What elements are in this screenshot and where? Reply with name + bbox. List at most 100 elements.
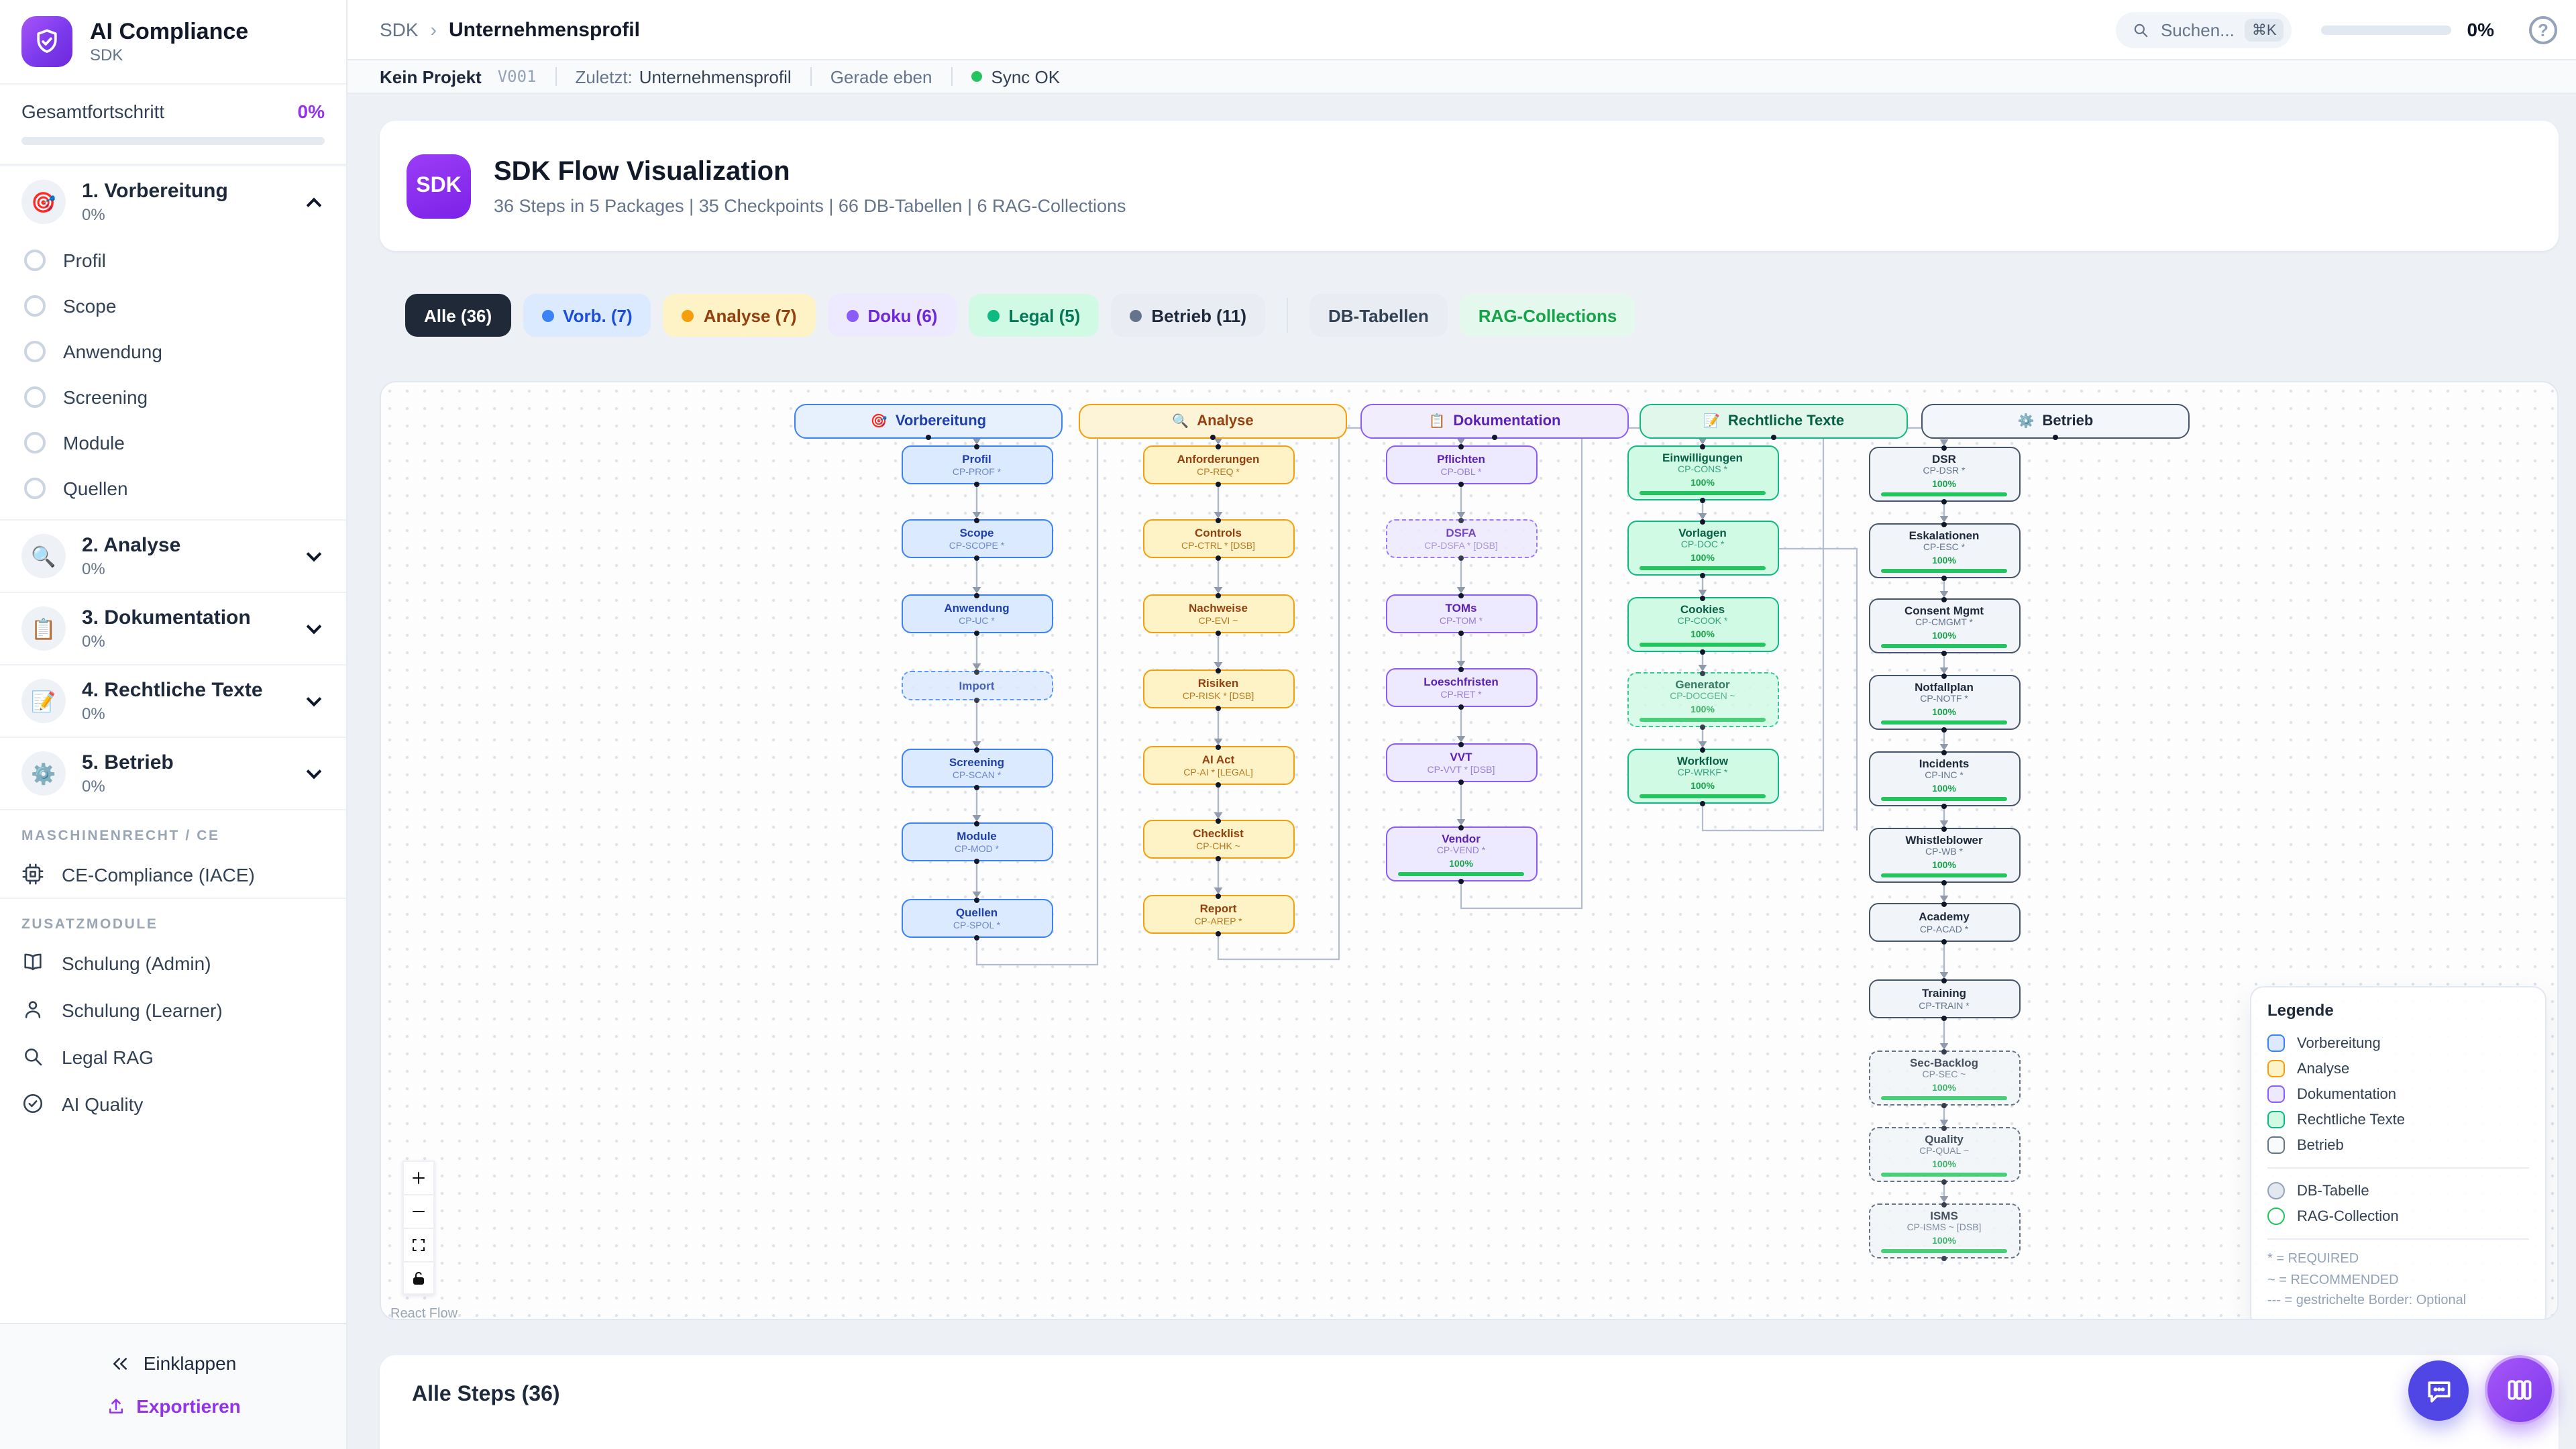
filter-pill-rag[interactable]: RAG-Collections — [1459, 294, 1636, 337]
flow-node-quality[interactable]: Quality CP-QUAL ~ 100% — [1868, 1127, 2020, 1182]
flow-node-risiken[interactable]: Risiken CP-RISK * [DSB] — [1142, 669, 1294, 708]
flow-node-eskalationen[interactable]: Eskalationen CP-ESC * 100% — [1868, 523, 2020, 578]
sidebar-step-item[interactable]: Quellen — [0, 466, 346, 511]
sidebar-phase[interactable]: 📋 3. Dokumentation 0% — [0, 593, 346, 664]
sidebar-item-ai-quality[interactable]: AI Quality — [0, 1080, 346, 1127]
sidebar-step-item[interactable]: Screening — [0, 374, 346, 420]
flow-node-vendor[interactable]: Vendor CP-VEND * 100% — [1385, 826, 1537, 881]
flow-node-scope[interactable]: Scope CP-SCOPE * — [901, 519, 1053, 558]
phase-label: 4. Rechtliche Texte — [82, 679, 263, 702]
flow-node-notfallplan[interactable]: Notfallplan CP-NOTF * 100% — [1868, 675, 2020, 730]
column-emoji-icon: ⚙️ — [2017, 414, 2035, 429]
sidebar-phase[interactable]: ⚙️ 5. Betrieb 0% — [0, 738, 346, 809]
flow-node-whistleblower[interactable]: Whistleblower CP-WB * 100% — [1868, 828, 2020, 883]
chevrons-left-icon — [113, 1357, 127, 1369]
flow-node-quellen[interactable]: Quellen CP-SPOL * — [901, 899, 1053, 938]
flow-node-nachweise[interactable]: Nachweise CP-EVI ~ — [1142, 594, 1294, 633]
fit-view-button[interactable] — [402, 1228, 435, 1261]
column-emoji-icon: 📝 — [1703, 414, 1720, 429]
flow-node-pflichten[interactable]: Pflichten CP-OBL * — [1385, 445, 1537, 484]
flow-node-vorlagen[interactable]: Vorlagen CP-DOC * 100% — [1627, 521, 1778, 576]
legend-item: Analyse — [2267, 1056, 2529, 1081]
flow-node-sec-backlog[interactable]: Sec-Backlog CP-SEC ~ 100% — [1868, 1051, 2020, 1106]
flow-node-loeschfristen[interactable]: Loeschfristen CP-RET * — [1385, 668, 1537, 707]
flow-node-dsfa[interactable]: DSFA CP-DSFA * [DSB] — [1385, 519, 1537, 558]
collapse-sidebar-button[interactable]: Einklappen — [0, 1342, 346, 1385]
steps-panel-title: Alle Steps (36) — [412, 1383, 560, 1406]
flow-node-controls[interactable]: Controls CP-CTRL * [DSB] — [1142, 519, 1294, 558]
sidebar-item-ce-compliance-iace-[interactable]: CE-Compliance (IACE) — [0, 851, 346, 898]
upload-icon — [109, 1398, 123, 1413]
sidebar-step-item[interactable]: Anwendung — [0, 329, 346, 374]
sidebar-item-schulung-admin-[interactable]: Schulung (Admin) — [0, 939, 346, 986]
collapse-label: Einklappen — [143, 1352, 237, 1374]
search-input[interactable]: Suchen... ⌘K — [2116, 11, 2292, 48]
flow-node-consent-mgmt[interactable]: Consent Mgmt CP-CMGMT * 100% — [1868, 598, 2020, 653]
react-flow-attribution[interactable]: React Flow — [390, 1307, 458, 1320]
chevron-icon — [306, 197, 322, 213]
chevron-icon — [306, 763, 322, 779]
flow-node-import[interactable]: Import — [901, 671, 1053, 700]
flow-node-anforderungen[interactable]: Anforderungen CP-REQ * — [1142, 445, 1294, 484]
sidebar-step-item[interactable]: Profil — [0, 237, 346, 283]
flow-column-header-recht[interactable]: 📝Rechtliche Texte — [1640, 404, 1908, 439]
sidebar-phase[interactable]: 📝 4. Rechtliche Texte 0% — [0, 665, 346, 737]
sidebar-phase[interactable]: 🔍 2. Analyse 0% — [0, 521, 346, 592]
zoom-in-button[interactable] — [402, 1161, 435, 1194]
node-progress-bar — [1881, 569, 2007, 574]
lock-button[interactable] — [402, 1261, 435, 1295]
node-progress-bar — [1640, 794, 1766, 799]
sidebar-step-item[interactable]: Scope — [0, 283, 346, 329]
flow-node-checklist[interactable]: Checklist CP-CHK ~ — [1142, 820, 1294, 859]
flow-node-isms[interactable]: ISMS CP-ISMS ~ [DSB] 100% — [1868, 1203, 2020, 1258]
columns-fab-button[interactable] — [2485, 1355, 2555, 1425]
flow-node-module[interactable]: Module CP-MOD * — [901, 822, 1053, 861]
sidebar-step-item[interactable]: Module — [0, 420, 346, 466]
filter-pill-vorb[interactable]: Vorb. (7) — [523, 294, 651, 337]
breadcrumb-root[interactable]: SDK — [380, 19, 419, 41]
legend-swatch-icon — [2267, 1085, 2285, 1103]
export-button[interactable]: Exportieren — [0, 1385, 346, 1428]
flow-column-header-betrieb[interactable]: ⚙️Betrieb — [1921, 404, 2190, 439]
flow-column-header-analyse[interactable]: 🔍Analyse — [1079, 404, 1347, 439]
zoom-out-button[interactable] — [402, 1194, 435, 1228]
flow-node-generator[interactable]: Generator CP-DOCGEN ~ 100% — [1627, 672, 1778, 727]
flow-node-screening[interactable]: Screening CP-SCAN * — [901, 749, 1053, 788]
flow-node-vvt[interactable]: VVT CP-VVT * [DSB] — [1385, 743, 1537, 782]
header-progress-bar — [2320, 25, 2451, 35]
filter-pill-analyse[interactable]: Analyse (7) — [663, 294, 816, 337]
cpu-icon — [22, 863, 44, 885]
flow-node-toms[interactable]: TOMs CP-TOM * — [1385, 594, 1537, 633]
filter-pill-alle[interactable]: Alle (36) — [405, 294, 511, 337]
flow-node-dsr[interactable]: DSR CP-DSR * 100% — [1868, 447, 2020, 502]
flow-node-profil[interactable]: Profil CP-PROF * — [901, 445, 1053, 484]
flow-node-anwendung[interactable]: Anwendung CP-UC * — [901, 594, 1053, 633]
flow-node-einwilligungen[interactable]: Einwilligungen CP-CONS * 100% — [1627, 445, 1778, 500]
sidebar-item-schulung-learner-[interactable]: Schulung (Learner) — [0, 986, 346, 1033]
flow-node-training[interactable]: Training CP-TRAIN * — [1868, 979, 2020, 1018]
flow-node-report[interactable]: Report CP-AREP * — [1142, 895, 1294, 934]
filter-pill-doku[interactable]: Doku (6) — [827, 294, 957, 337]
last-saved-time: Gerade eben — [830, 66, 932, 87]
flow-node-workflow[interactable]: Workflow CP-WRKF * 100% — [1627, 749, 1778, 804]
filter-dot-icon — [987, 309, 1000, 321]
sidebar-item-legal-rag[interactable]: Legal RAG — [0, 1033, 346, 1080]
legend-item: Rechtliche Texte — [2267, 1107, 2529, 1132]
sidebar-phase[interactable]: 🎯 1. Vorbereitung 0% — [0, 166, 346, 237]
filter-pill-betrieb[interactable]: Betrieb (11) — [1111, 294, 1265, 337]
flow-node-ai-act[interactable]: AI Act CP-AI * [LEGAL] — [1142, 746, 1294, 785]
sdk-badge: SDK — [407, 154, 471, 218]
flow-node-academy[interactable]: Academy CP-ACAD * — [1868, 903, 2020, 942]
flow-column-header-doku[interactable]: 📋Dokumentation — [1360, 404, 1629, 439]
chat-fab-button[interactable] — [2408, 1360, 2469, 1421]
search-placeholder: Suchen... — [2160, 19, 2235, 40]
help-button[interactable]: ? — [2529, 15, 2557, 44]
legend-item: Betrieb — [2267, 1132, 2529, 1158]
flow-node-incidents[interactable]: Incidents CP-INC * 100% — [1868, 751, 2020, 806]
filter-pill-legal[interactable]: Legal (5) — [968, 294, 1099, 337]
filter-pill-db[interactable]: DB-Tabellen — [1309, 294, 1448, 337]
flow-canvas[interactable]: Legende Vorbereitung Analyse Dokumentati… — [380, 381, 2559, 1320]
flow-column-header-vorb[interactable]: 🎯Vorbereitung — [794, 404, 1063, 439]
flow-node-cookies[interactable]: Cookies CP-COOK * 100% — [1627, 597, 1778, 652]
legend-swatch-icon — [2267, 1060, 2285, 1077]
